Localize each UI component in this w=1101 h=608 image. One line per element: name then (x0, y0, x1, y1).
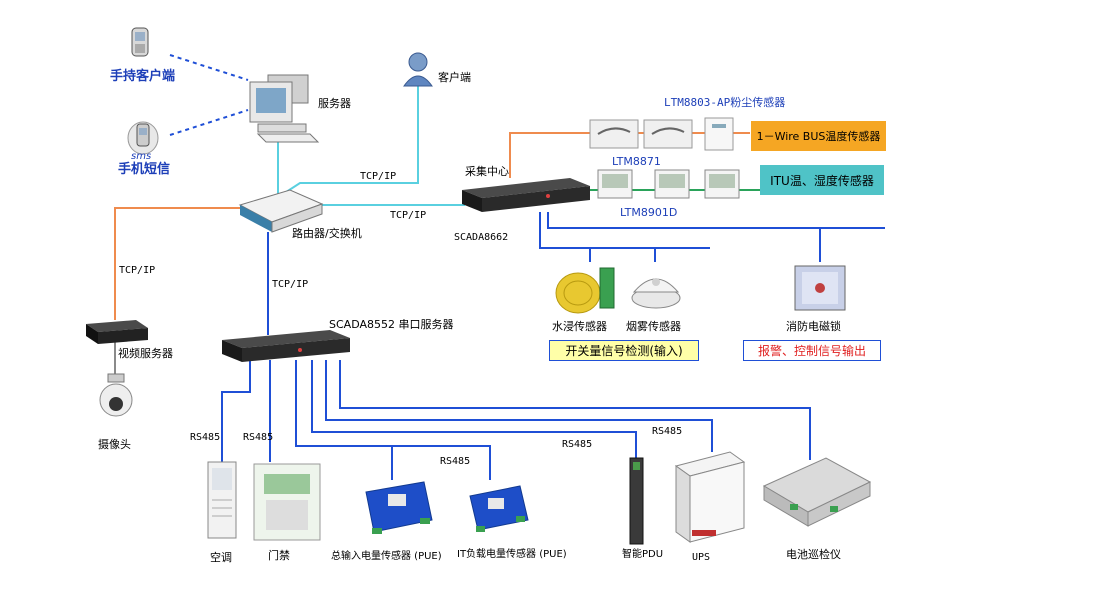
itu-box: ITU温、湿度传感器 (760, 165, 884, 195)
humidity-sensor-icon-3 (704, 169, 740, 199)
camera-icon (99, 373, 133, 417)
dotted-link-handheld (169, 54, 249, 81)
tcpip-label-2: TCP/IP (390, 210, 427, 221)
scada8662-device-icon (462, 178, 590, 212)
handheld-client-label: 手持客户端 (110, 69, 176, 84)
handheld-phone-icon (131, 27, 149, 57)
ups-label: UPS (692, 552, 711, 563)
humidity-sensor-icon-1 (597, 169, 633, 199)
access-label: 门禁 (268, 549, 290, 562)
temperature-probe-icon-2 (643, 119, 693, 149)
link-rs485-power (295, 360, 393, 480)
rs485-label-3: RS485 (440, 456, 471, 467)
link-rs485-pdu (311, 360, 637, 458)
scada8552-device-icon (222, 330, 350, 362)
video-server-icon (86, 320, 148, 344)
connection-lines (114, 54, 885, 480)
smoke-sensor-icon (631, 278, 681, 309)
ltm8871-label: LTM8871 (612, 155, 661, 168)
router-icon (238, 189, 324, 233)
sms-label: 手机短信 (118, 162, 171, 177)
scada8552-label: SCADA8552 串口服务器 (329, 318, 454, 331)
it-power-label: IT负载电量传感器 (PUE) (457, 549, 567, 560)
sms-badge-label: sms (131, 151, 152, 162)
dust-sensor-label: LTM8803-AP粉尘传感器 (664, 96, 786, 109)
water-sensor-icon (555, 267, 615, 314)
pdu-icon (629, 457, 644, 545)
camera-label: 摄像头 (98, 438, 131, 451)
sms-phone-icon (127, 121, 159, 155)
dust-sensor-icon (704, 117, 734, 151)
temperature-probe-icon-1 (589, 119, 639, 149)
collector-label: 采集中心 (465, 165, 509, 178)
alarm-output-box: 报警、控制信号输出 (743, 340, 881, 361)
tcpip-label-4: TCP/IP (272, 279, 309, 290)
humidity-sensor-icon-2 (654, 169, 690, 199)
link-collector-input (539, 212, 710, 249)
rs485-label-4: RS485 (562, 439, 593, 450)
onewire-box: 1－Wire BUS温度传感器 (751, 121, 886, 151)
aircon-label: 空调 (210, 551, 232, 564)
server-computer-icon (249, 74, 320, 143)
total-power-sensor-icon (365, 481, 433, 534)
access-control-icon (253, 463, 321, 541)
it-power-sensor-icon (469, 485, 529, 532)
router-label: 路由器/交换机 (292, 227, 362, 240)
video-server-label: 视频服务器 (118, 347, 173, 360)
link-rs485-itpower (392, 445, 491, 480)
pdu-label: 智能PDU (622, 549, 664, 560)
smoke-sensor-label: 烟雾传感器 (626, 320, 681, 333)
client-label: 客户端 (438, 71, 471, 84)
battery-monitor-label: 电池巡检仪 (786, 548, 841, 561)
rs485-label-5: RS485 (652, 426, 683, 437)
water-sensor-label: 水浸传感器 (552, 320, 607, 333)
link-rs485-battery (339, 360, 811, 460)
link-router-collector (322, 198, 465, 206)
link-collector-bus (547, 212, 885, 229)
scada8662-label: SCADA8662 (454, 232, 509, 243)
tcpip-label-3: TCP/IP (119, 265, 156, 276)
dotted-link-sms (169, 109, 249, 136)
switch-input-box: 开关量信号检测(输入) (549, 340, 699, 361)
ltm8901d-label: LTM8901D (620, 206, 678, 219)
link-rs485-ups (325, 360, 713, 452)
fire-lock-icon (794, 265, 846, 311)
link-rs485-aircon (221, 360, 251, 462)
aircon-icon (207, 461, 237, 539)
rs485-label-1: RS485 (190, 432, 221, 443)
ups-icon (674, 451, 746, 543)
fire-lock-label: 消防电磁锁 (786, 320, 841, 333)
server-label: 服务器 (318, 97, 351, 110)
client-person-icon (403, 52, 433, 87)
total-power-label: 总输入电量传感器 (PUE) (331, 551, 442, 562)
battery-monitor-icon (762, 457, 872, 527)
link-router-video (114, 207, 240, 320)
tcpip-label-1: TCP/IP (360, 171, 397, 182)
link-collector-dust (509, 132, 590, 178)
rs485-label-2: RS485 (243, 432, 274, 443)
